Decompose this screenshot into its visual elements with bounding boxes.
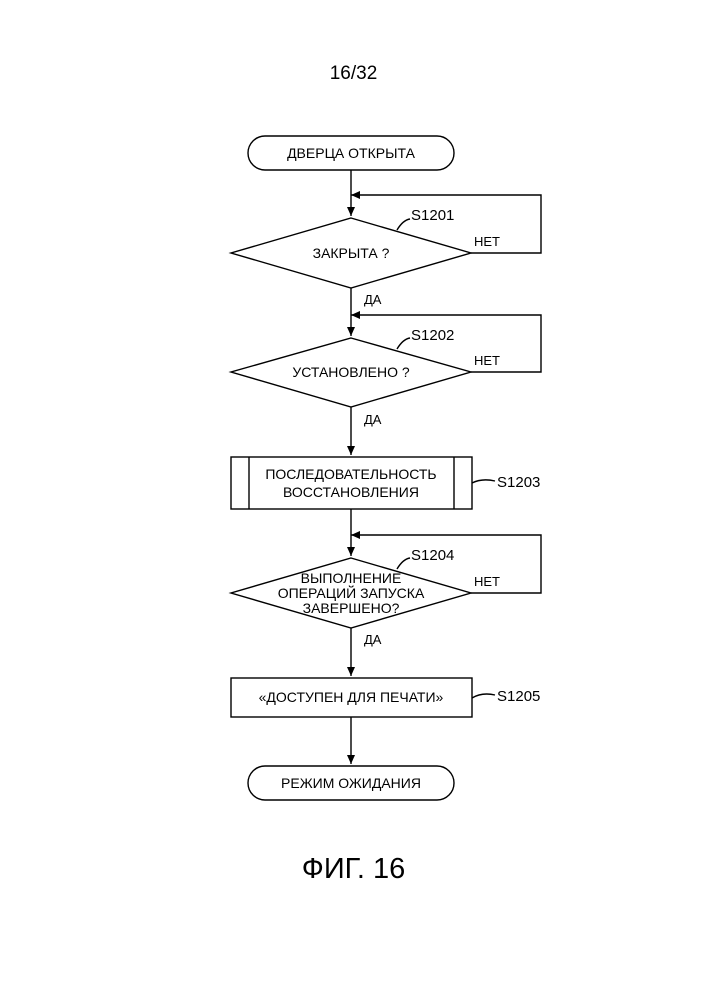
- ref-leader-s1205: [472, 694, 495, 698]
- subroutine-s1203-line-2: ВОССТАНОВЛЕНИЯ: [283, 484, 419, 500]
- yes-label-s1201: ДА: [364, 292, 382, 307]
- ref-leader-s1204: [397, 558, 410, 569]
- no-label-s1204: НЕТ: [474, 574, 500, 589]
- yes-label-s1204: ДА: [364, 632, 382, 647]
- ref-leader-s1202: [397, 338, 410, 349]
- subroutine-s1203-line-1: ПОСЛЕДОВАТЕЛЬНОСТЬ: [265, 466, 436, 482]
- ref-s1204: S1204: [411, 547, 454, 564]
- ref-s1205: S1205: [497, 688, 540, 705]
- yes-label-s1202: ДА: [364, 412, 382, 427]
- process-s1205-label: «ДОСТУПЕН ДЛЯ ПЕЧАТИ»: [259, 689, 444, 705]
- decision-s1204-line-3: ЗАВЕРШЕНО?: [303, 600, 400, 616]
- figure-caption: ФИГ. 16: [0, 853, 707, 886]
- end-label: РЕЖИМ ОЖИДАНИЯ: [281, 775, 421, 791]
- ref-s1201: S1201: [411, 207, 454, 224]
- no-label-s1201: НЕТ: [474, 234, 500, 249]
- ref-leader-s1201: [397, 219, 410, 230]
- decision-s1202-label: УСТАНОВЛЕНО ?: [292, 364, 410, 380]
- decision-s1204-line-2: ОПЕРАЦИЙ ЗАПУСКА: [278, 584, 425, 601]
- ref-s1202: S1202: [411, 327, 454, 344]
- no-label-s1202: НЕТ: [474, 353, 500, 368]
- subroutine-s1203: [231, 457, 472, 509]
- start-label: ДВЕРЦА ОТКРЫТА: [287, 145, 415, 161]
- decision-s1204-line-1: ВЫПОЛНЕНИЕ: [301, 570, 402, 586]
- ref-leader-s1203: [472, 480, 495, 483]
- decision-s1201-label: ЗАКРЫТА ?: [313, 245, 390, 261]
- ref-s1203: S1203: [497, 474, 540, 491]
